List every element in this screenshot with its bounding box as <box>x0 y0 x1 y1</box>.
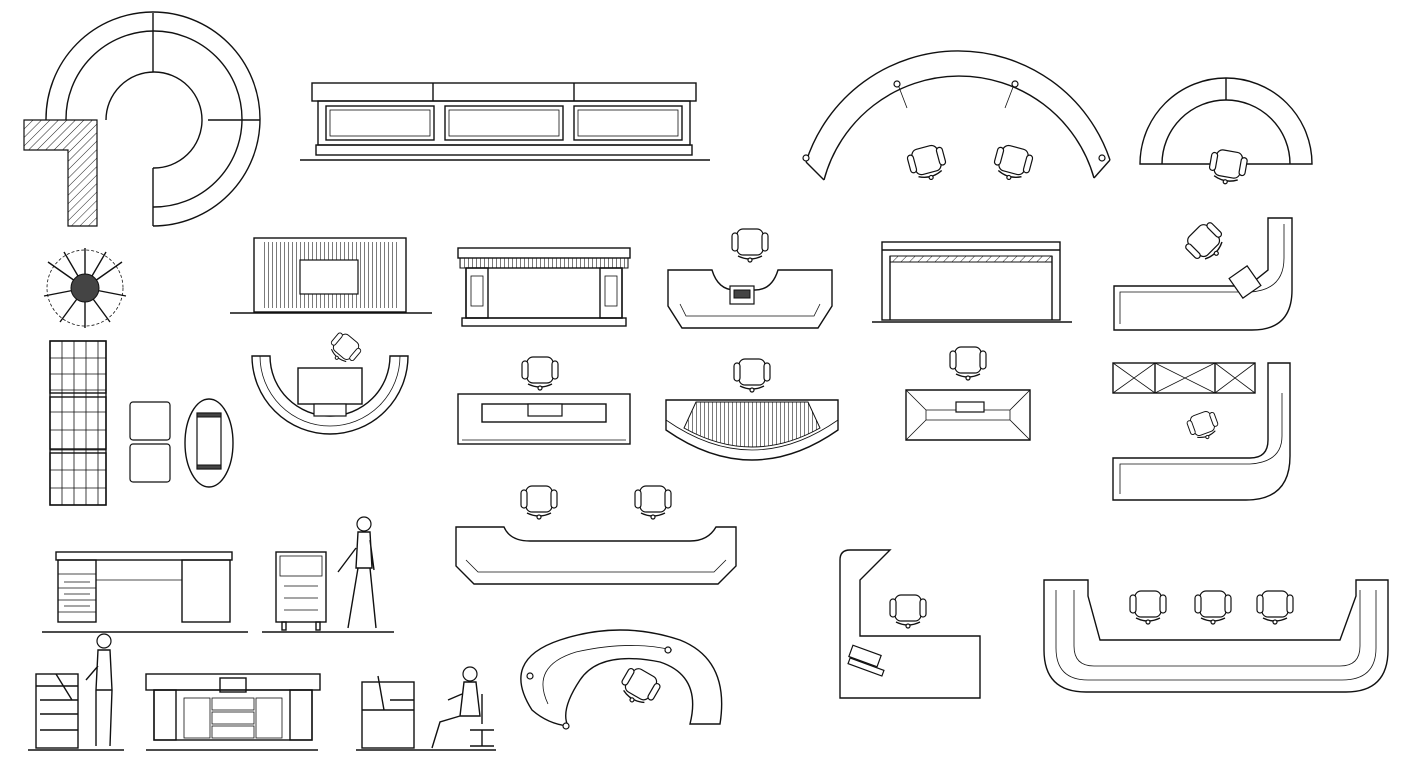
angled-counter-chair-plan <box>667 228 833 329</box>
slatted-counter-elevation <box>230 237 432 314</box>
workstation-plan <box>839 549 981 699</box>
standing-desk-woman-elevation <box>28 633 124 751</box>
curved-reception-counter-wall-plan <box>23 11 261 227</box>
spiral-counter-plan <box>520 629 723 730</box>
potted-plant-plan <box>43 248 127 328</box>
sofa-set-plan <box>49 340 234 506</box>
storage-l-counter-plan <box>1112 362 1291 501</box>
double-chair-counter-plan <box>455 485 737 585</box>
semicircle-counter-chair-plan <box>1139 77 1313 188</box>
office-desk-elevation <box>42 551 248 633</box>
arc-counter-two-chairs-plan <box>802 50 1111 185</box>
curved-hatched-desk-plan <box>665 358 839 461</box>
straight-desk-plan <box>457 356 631 445</box>
paneled-counter-elevation <box>300 82 710 161</box>
half-round-desk-plan <box>251 328 409 435</box>
small-counter-plan <box>905 346 1031 441</box>
podium-woman-elevation <box>262 516 394 633</box>
seated-woman-desk-elevation <box>356 666 496 751</box>
classic-desk-elevation <box>457 247 631 327</box>
reception-cabinet-elevation <box>145 673 321 751</box>
l-counter-laptop-plan <box>1113 217 1293 331</box>
hatched-counter-elevation <box>872 241 1072 323</box>
u-counter-three-chairs-plan <box>1043 579 1389 693</box>
